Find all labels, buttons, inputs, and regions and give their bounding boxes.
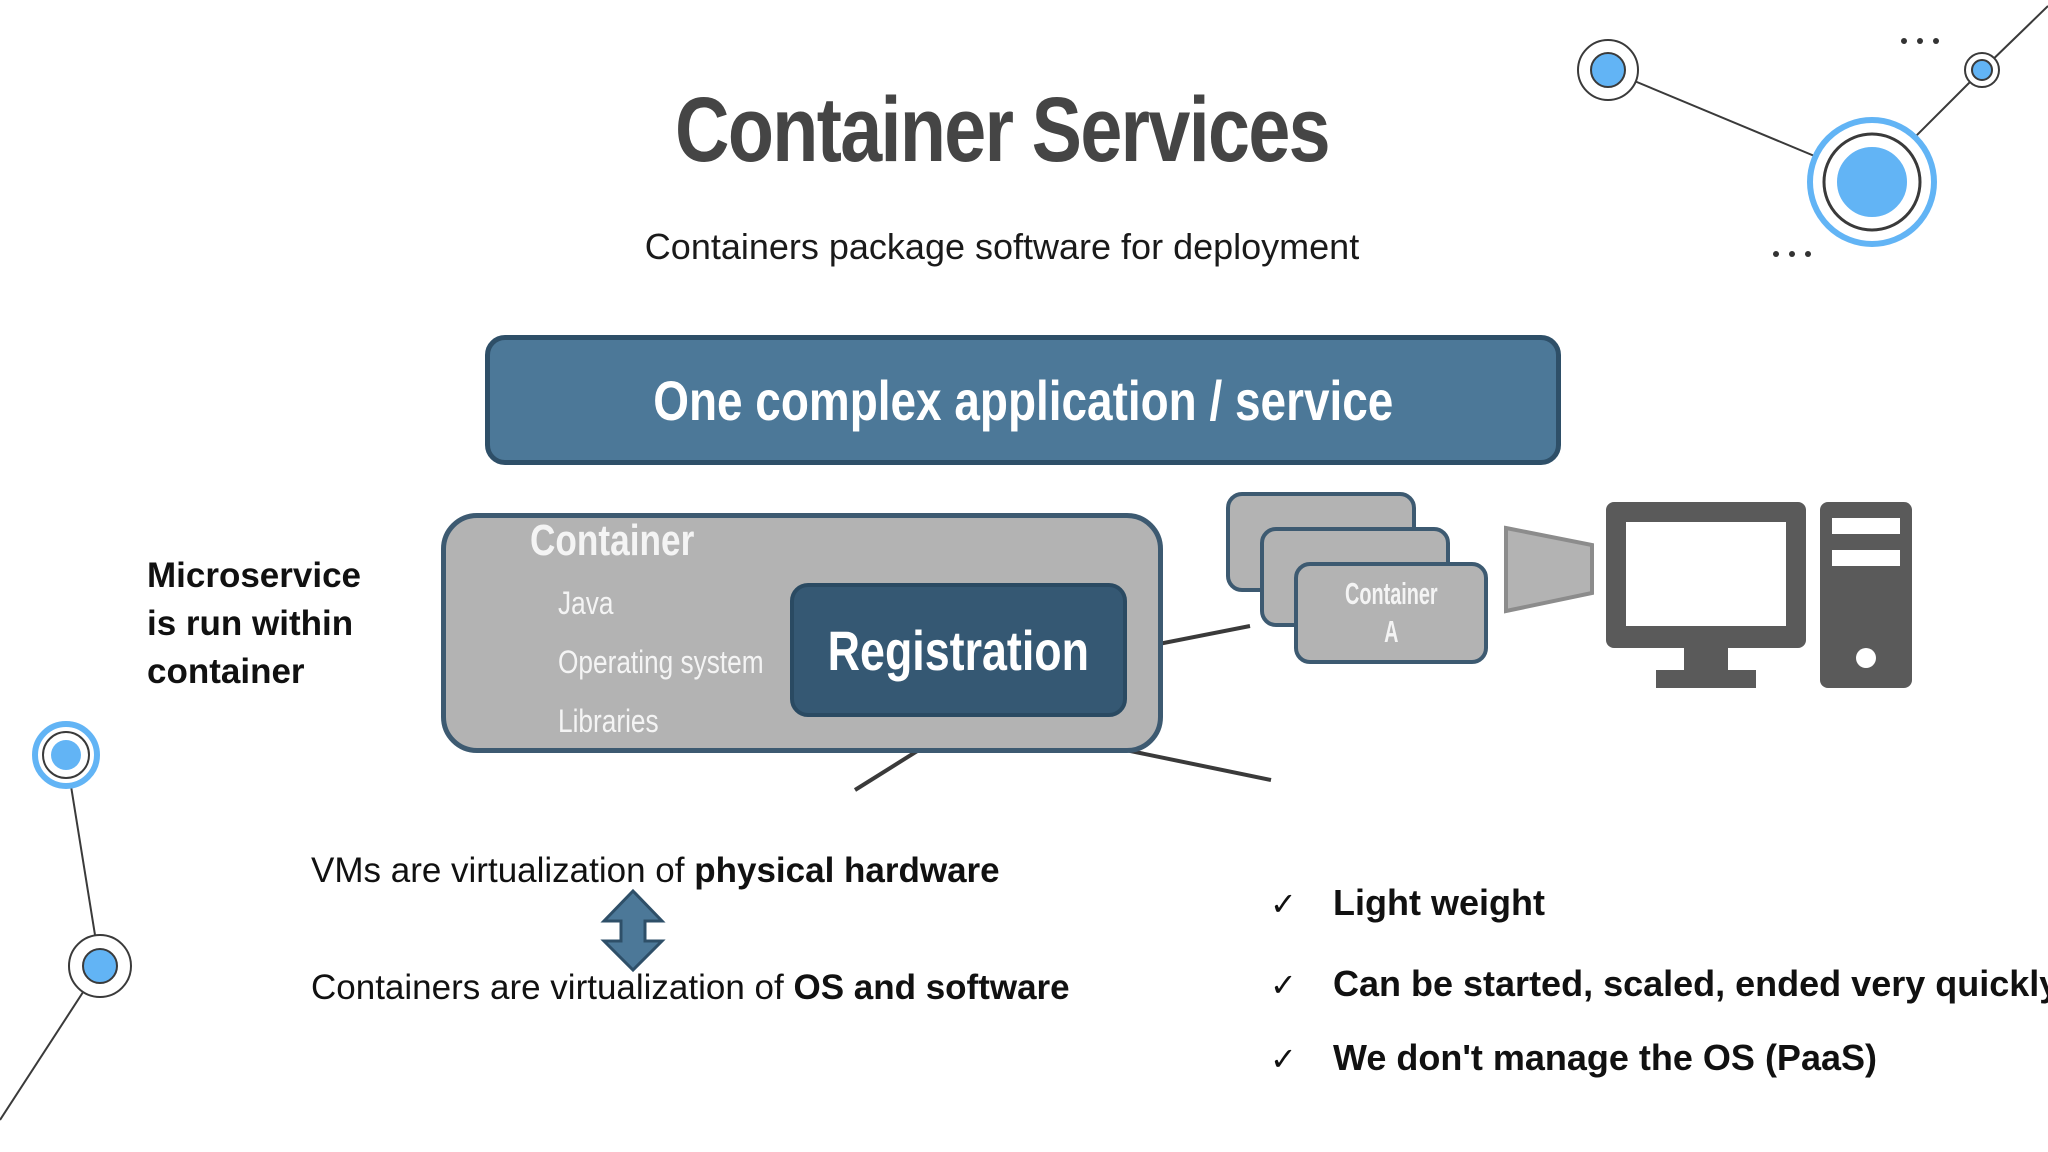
vm-bold: physical hardware bbox=[694, 851, 1000, 890]
container-item-java: Java bbox=[558, 585, 614, 621]
projection-shape bbox=[1504, 525, 1594, 614]
banner-label: One complex application / service bbox=[652, 368, 1394, 432]
check-icon: ✓ bbox=[1270, 886, 1297, 922]
benefit-label: Light weight bbox=[1333, 882, 1545, 923]
benefit-item: ✓ We don't manage the OS (PaaS) bbox=[1270, 1037, 1877, 1079]
check-icon: ✓ bbox=[1270, 967, 1297, 1003]
stack-label-line2: A bbox=[1383, 614, 1399, 649]
check-icon: ✓ bbox=[1270, 1041, 1297, 1077]
microservice-note: Microservice is run within container bbox=[147, 552, 361, 696]
application-banner: One complex application / service bbox=[485, 335, 1561, 465]
benefit-item: ✓ Light weight bbox=[1270, 882, 1545, 924]
benefit-label: We don't manage the OS (PaaS) bbox=[1333, 1037, 1877, 1078]
container-bold: OS and software bbox=[793, 968, 1070, 1007]
computer-monitor-icon bbox=[1606, 502, 1806, 688]
container-statement: Containers are virtualization of OS and … bbox=[311, 968, 1070, 1008]
network-node-icon bbox=[1577, 5, 2048, 257]
slide-title: Container Services bbox=[675, 79, 1331, 181]
registration-box: Registration bbox=[790, 583, 1127, 717]
microservice-line: container bbox=[147, 652, 305, 691]
benefit-item: ✓ Can be started, scaled, ended very quic… bbox=[1270, 963, 2048, 1005]
microservice-line: is run within bbox=[147, 604, 354, 643]
stack-label-line1: Container bbox=[1344, 576, 1438, 611]
vm-statement: VMs are virtualization of physical hardw… bbox=[311, 851, 1000, 891]
registration-label: Registration bbox=[827, 618, 1090, 682]
network-node-icon bbox=[0, 721, 132, 1121]
container-item-libraries: Libraries bbox=[558, 703, 659, 739]
vm-prefix: VMs are virtualization of bbox=[311, 851, 695, 890]
slide-subtitle: Containers package software for deployme… bbox=[644, 226, 1360, 267]
container-prefix: Containers are virtualization of bbox=[311, 968, 794, 1007]
pc-tower-icon bbox=[1820, 502, 1912, 688]
benefit-label: Can be started, scaled, ended very quick… bbox=[1333, 963, 2048, 1004]
container-item-os: Operating system bbox=[558, 644, 764, 680]
microservice-line: Microservice bbox=[147, 556, 362, 595]
container-stack-front: Container A bbox=[1294, 562, 1488, 664]
container-label: Container bbox=[530, 516, 695, 565]
double-arrow-icon bbox=[600, 888, 666, 973]
